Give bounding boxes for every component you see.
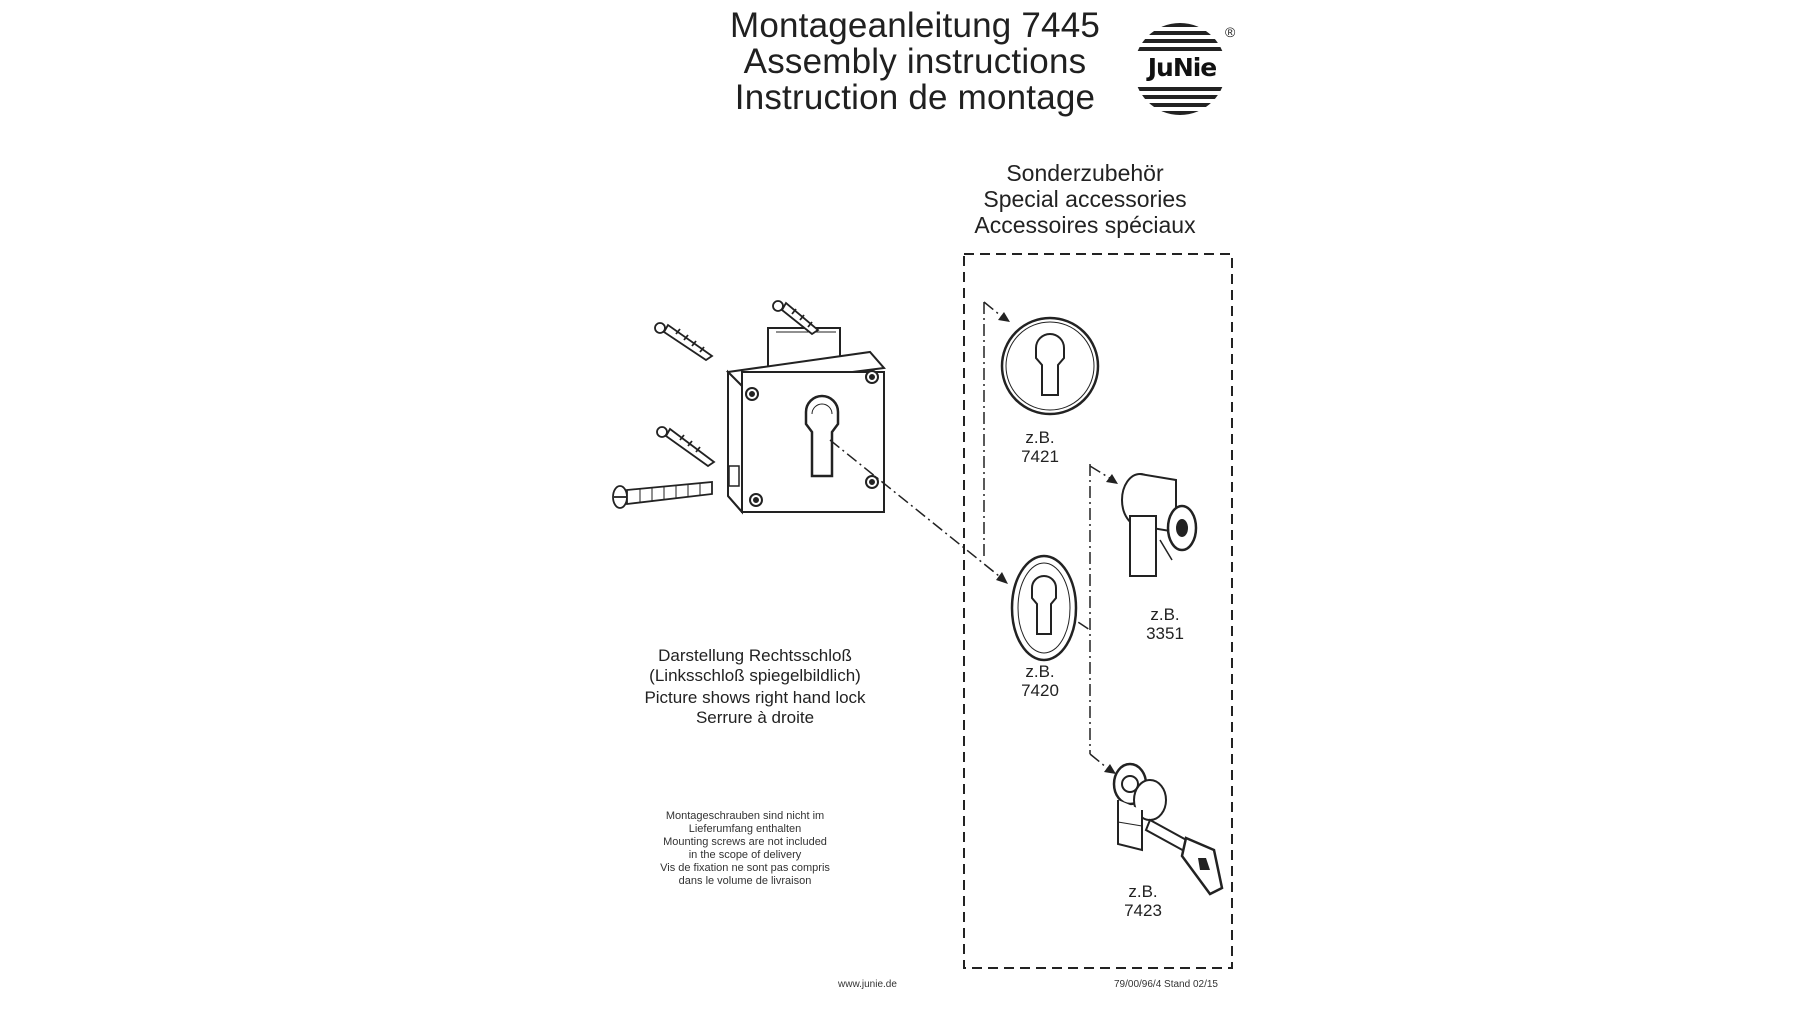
accessories-heading-fr: Accessoires spéciaux — [974, 212, 1196, 238]
lock-note-line-3: Picture shows right hand lock — [644, 688, 866, 707]
caption-prefix-7421: z.B. — [1025, 428, 1055, 447]
title-english: Assembly instructions — [743, 42, 1087, 81]
caption-code-7421: 7421 — [1021, 447, 1059, 466]
title-french: Instruction de montage — [734, 78, 1096, 117]
oval-escutcheon-icon — [1010, 554, 1078, 662]
cylinder-with-knob-icon — [1121, 473, 1198, 577]
accessories-heading-en: Special accessories — [983, 186, 1187, 212]
caption-prefix-7420: z.B. — [1025, 662, 1055, 681]
junie-logo: JuNie ® — [1130, 14, 1240, 119]
round-escutcheon-icon — [1000, 316, 1100, 416]
caption-code-3351: 3351 — [1146, 624, 1184, 643]
profile-cylinder-with-key-icon — [1112, 762, 1224, 896]
footer-doc-ref: 79/00/96/4 Stand 02/15 — [1114, 979, 1218, 990]
registered-mark: ® — [1225, 24, 1236, 40]
caption-prefix-7423: z.B. — [1128, 882, 1158, 901]
lock-note-line-2: (Linksschloß spiegelbildlich) — [649, 666, 861, 685]
screws-note-line-4: in the scope of delivery — [688, 849, 802, 861]
screws-note-line-6: dans le volume de livraison — [678, 875, 812, 887]
screws-note-line-2: Lieferumfang enthalten — [688, 823, 802, 835]
mounting-screws-icon — [612, 300, 820, 509]
screws-note-line-5: Vis de fixation ne sont pas compris — [660, 862, 830, 874]
screws-note-line-3: Mounting screws are not included — [663, 836, 827, 848]
rim-lock-icon — [725, 327, 886, 515]
lock-note-line-1: Darstellung Rechtsschloß — [658, 646, 852, 665]
footer-website: www.junie.de — [838, 979, 897, 990]
accessories-heading-de: Sonderzubehör — [1006, 160, 1164, 186]
caption-prefix-3351: z.B. — [1150, 605, 1180, 624]
lock-note-line-4: Serrure à droite — [695, 708, 815, 727]
screws-note-line-1: Montageschrauben sind nicht im — [665, 810, 825, 822]
brand-name: JuNie — [1147, 53, 1218, 82]
caption-code-7420: 7420 — [1021, 681, 1059, 700]
accessories-box — [963, 253, 1233, 969]
title-german: Montageanleitung 7445 — [729, 6, 1101, 45]
caption-code-7423: 7423 — [1124, 901, 1162, 920]
